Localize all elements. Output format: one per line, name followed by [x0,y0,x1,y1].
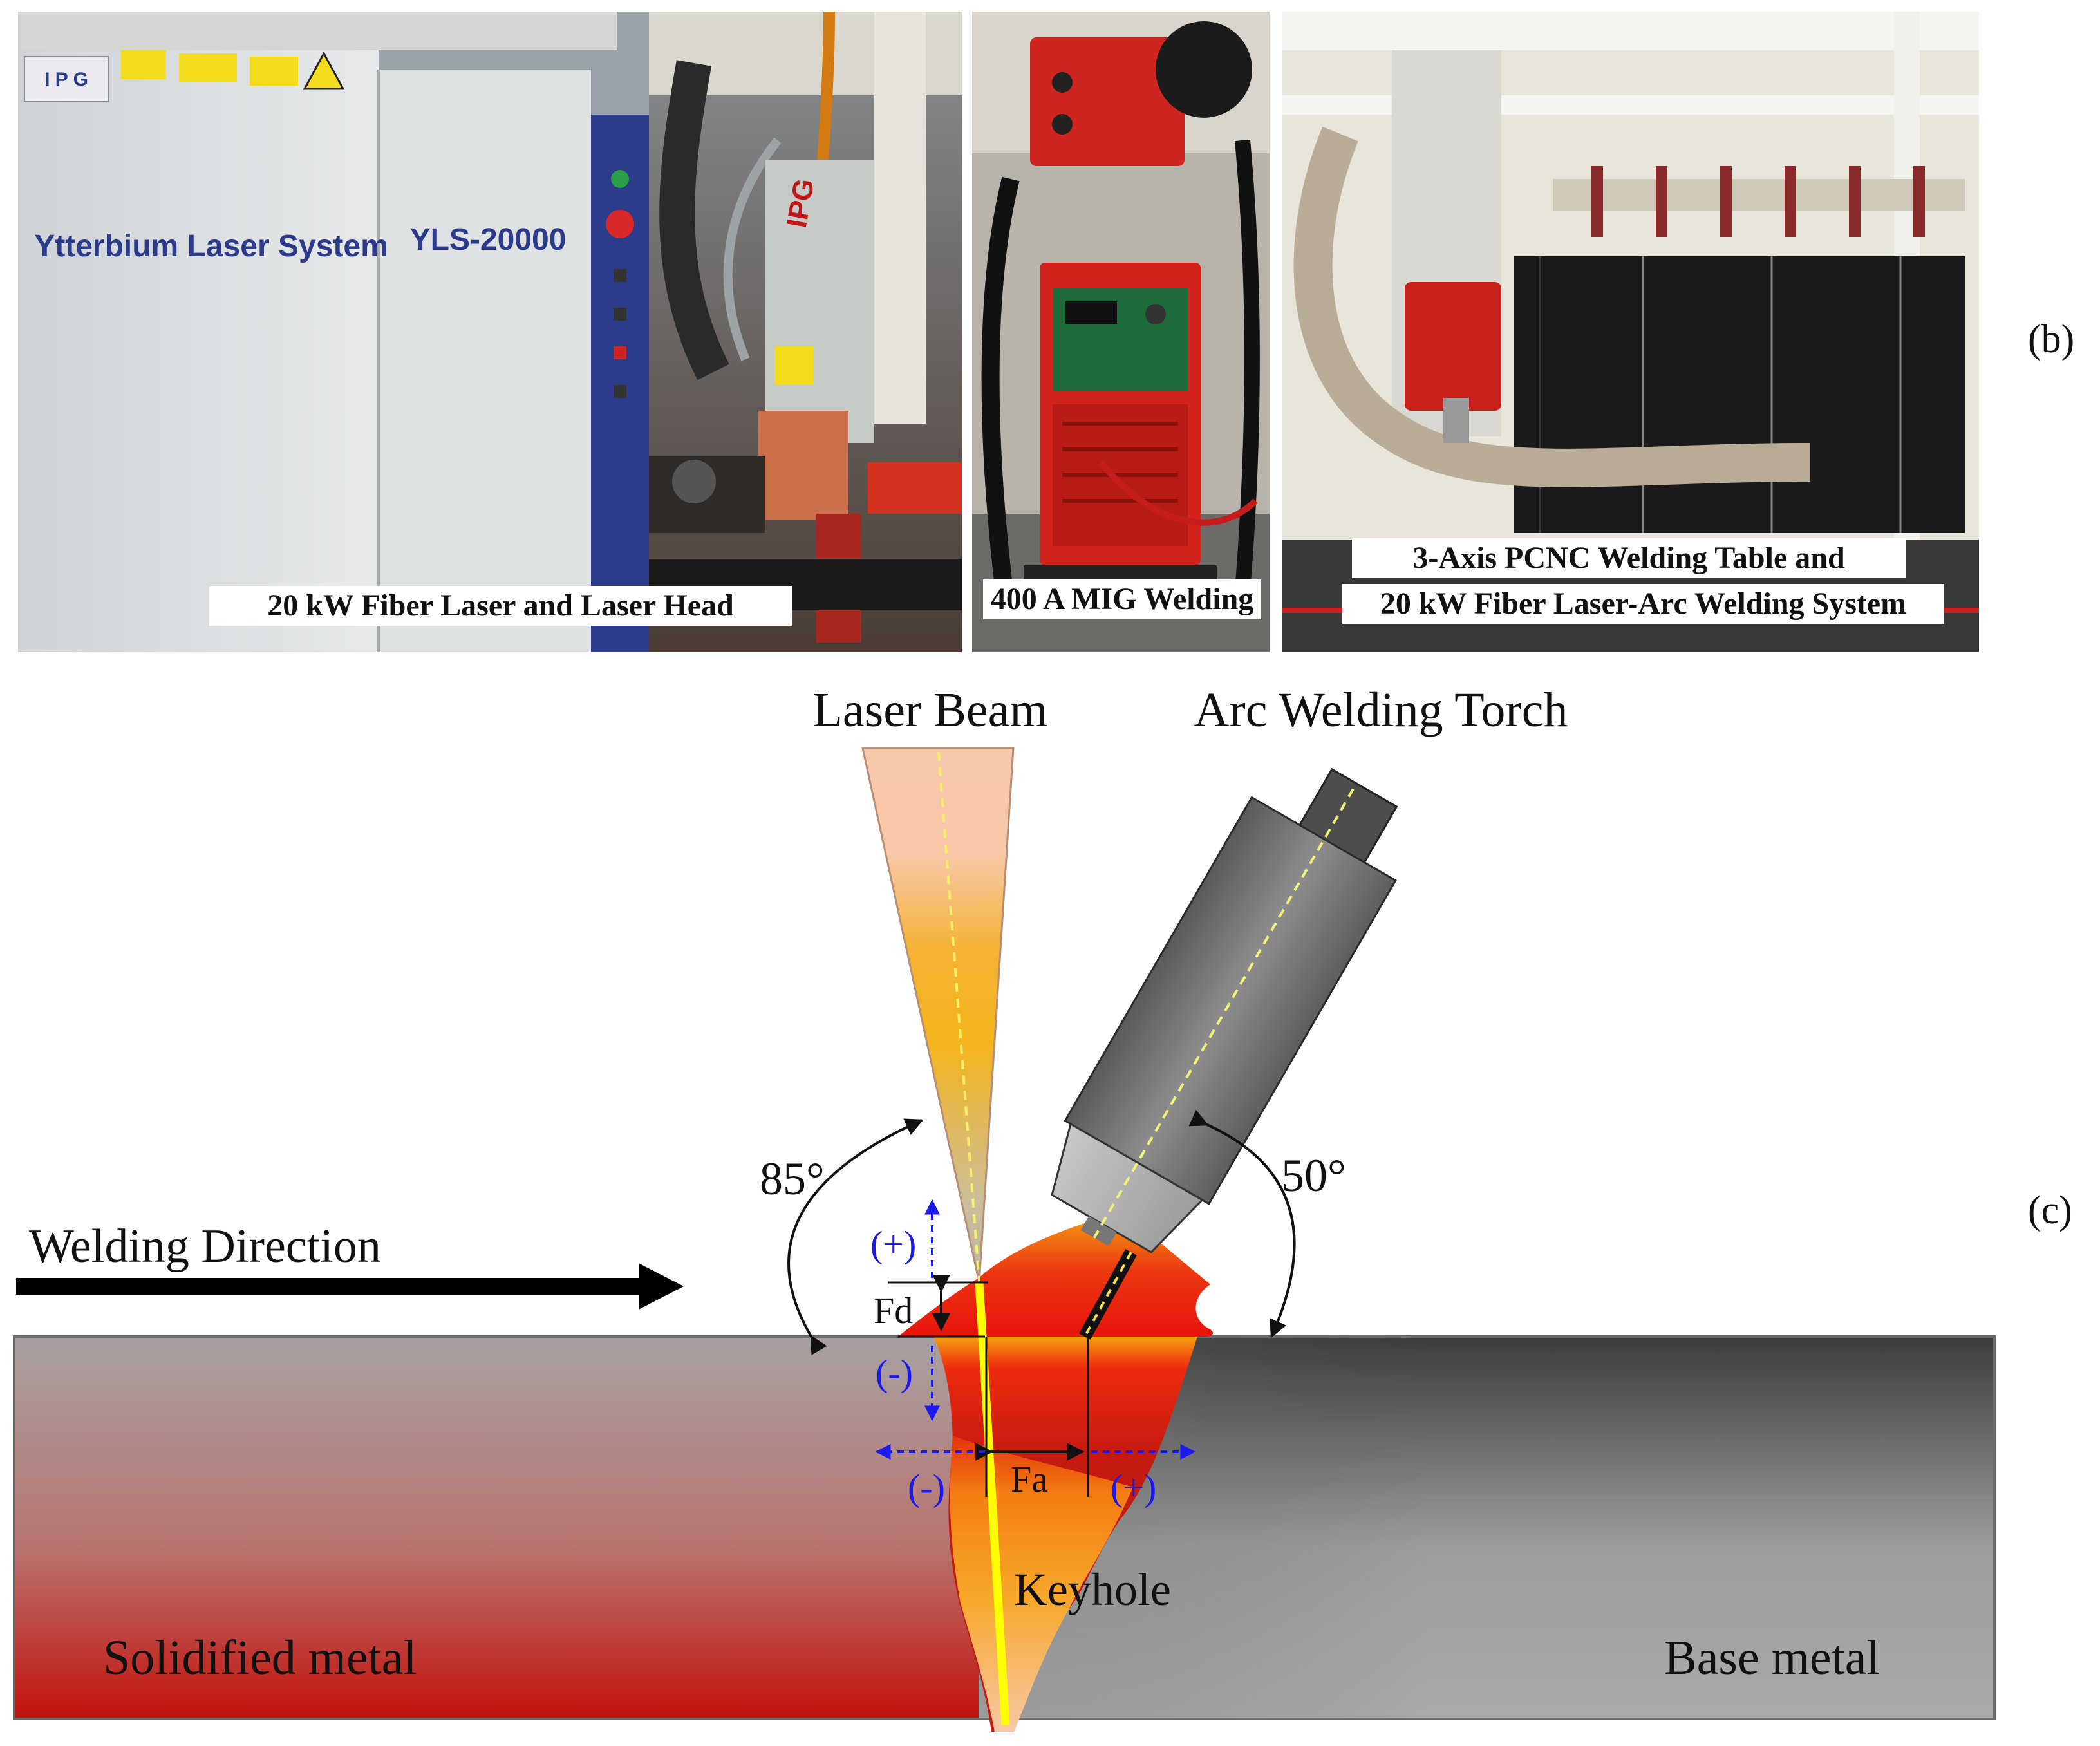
welding-wire [1079,1249,1137,1340]
fa-label: Fa [1011,1458,1048,1500]
angle-85-label: 85° [760,1153,825,1205]
base-metal-region [979,1337,1994,1719]
laser-beam-cone [861,747,1015,1283]
panel-label-b: (b) [2028,317,2075,361]
laser-beam-keyhole [975,1282,1010,1726]
cabinet-text-right: YLS-20000 [410,223,567,257]
fa-plus-label: (+) [1111,1467,1156,1508]
laser-beam-label: Laser Beam [812,683,1047,737]
fa-minus-label: (-) [908,1467,945,1508]
fiber-laser-photo-illustration: I P G Ytterbium Laser System YLS-20000 I… [18,12,962,652]
angle-arc-85 [787,1118,924,1355]
welding-direction-head [639,1263,684,1310]
ipg-brand-text: I P G [44,69,88,90]
welding-wire-core [1083,1252,1132,1337]
keyhole-label: Keyhole [1014,1564,1171,1615]
base-metal-label: Base metal [1664,1631,1880,1685]
weld-pool-top [898,1216,1214,1337]
solidified-metal-label: Solidified metal [103,1631,417,1685]
welding-direction-label: Welding Direction [29,1220,381,1273]
fd-minus-label: (-) [876,1352,913,1394]
solidified-metal-region [14,1337,980,1719]
photo-mig-welding [972,12,1270,652]
arc-welding-torch [1051,767,1398,1253]
caption-welding-table-line1: 3-Axis PCNC Welding Table and [1352,538,1906,578]
cabinet-text-left: Ytterbium Laser System [34,229,388,263]
photo-fiber-laser: I P G Ytterbium Laser System YLS-20000 I… [18,12,962,652]
caption-fiber-laser: 20 kW Fiber Laser and Laser Head [209,586,792,626]
angle-arc-50 [1188,1109,1296,1338]
metal-plate-outline [13,1335,1996,1720]
weld-pool [933,1337,1197,1732]
angle-50-label: 50° [1281,1150,1346,1201]
laser-beam-centerline [937,751,980,1282]
caption-mig-welding: 400 A MIG Welding [983,579,1261,619]
mig-welding-photo-illustration [972,12,1270,652]
fd-plus-label: (+) [870,1223,916,1265]
keyhole-region [950,1436,1133,1732]
caption-welding-table-line2: 20 kW Fiber Laser-Arc Welding System [1342,584,1944,624]
arc-welding-torch-label: Arc Welding Torch [1194,683,1568,737]
fd-label: Fd [874,1290,913,1331]
panel-label-c: (c) [2028,1188,2072,1232]
